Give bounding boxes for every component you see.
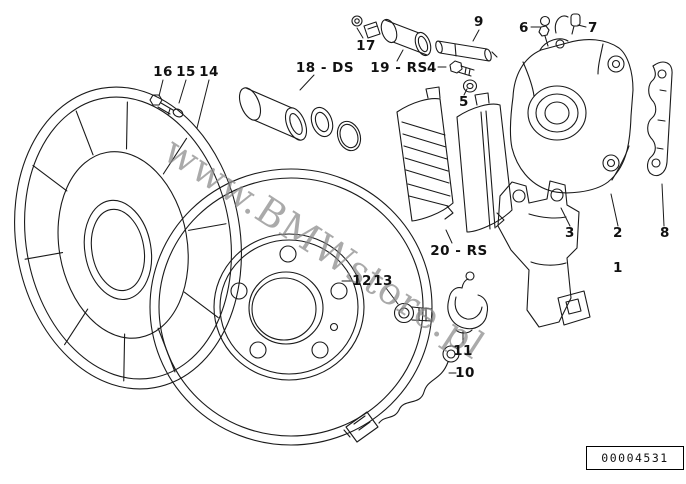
leader-lines — [158, 24, 665, 374]
guide-pin-drawing — [435, 40, 498, 62]
part-label-17: 17 — [356, 38, 376, 54]
part-label-18-ds: 18 - DS — [295, 60, 355, 76]
dust-shield-drawing — [14, 86, 242, 390]
part-label-11: 11 — [453, 343, 473, 359]
bleeder-valve-drawing — [538, 13, 581, 47]
part-label-1: 1 — [613, 260, 623, 276]
part-label-8: 8 — [660, 225, 670, 241]
part-label-12: 12 — [352, 273, 372, 289]
spring-clip-drawing — [647, 61, 673, 177]
piston-drawing — [380, 18, 432, 57]
part-label-16: 16 — [153, 64, 173, 80]
fitting-drawing — [351, 15, 381, 39]
part-label-5: 5 — [459, 94, 469, 110]
part-label-13: 13 — [373, 273, 393, 289]
part-label-19-rs: 19 - RS — [370, 60, 428, 76]
caliper-drawing — [509, 38, 634, 194]
part-label-10: 10 — [455, 365, 475, 381]
piston-seal-kit-drawing — [238, 87, 362, 152]
bolt-drawing — [449, 60, 475, 77]
washer-drawing — [462, 79, 478, 93]
part-label-20-rs: 20 - RS — [430, 243, 488, 259]
part-label-4: 4 — [427, 60, 437, 76]
part-label-6: 6 — [519, 20, 529, 36]
retaining-clip-drawing — [447, 271, 489, 334]
part-label-3: 3 — [565, 225, 575, 241]
part-label-2: 2 — [613, 225, 623, 241]
brake-pads-drawing — [396, 86, 513, 233]
part-label-9: 9 — [474, 14, 484, 30]
doc-number: 00004531 — [601, 451, 669, 465]
carrier-bracket-drawing — [497, 180, 591, 328]
brake-disc-drawing — [149, 168, 433, 446]
set-screw-drawing — [393, 302, 433, 324]
part-label-14: 14 — [199, 64, 219, 80]
doc-number-box: 00004531 — [586, 446, 684, 470]
wear-sensor-drawing — [343, 345, 460, 443]
part-label-7: 7 — [588, 20, 598, 36]
part-label-15: 15 — [176, 64, 196, 80]
